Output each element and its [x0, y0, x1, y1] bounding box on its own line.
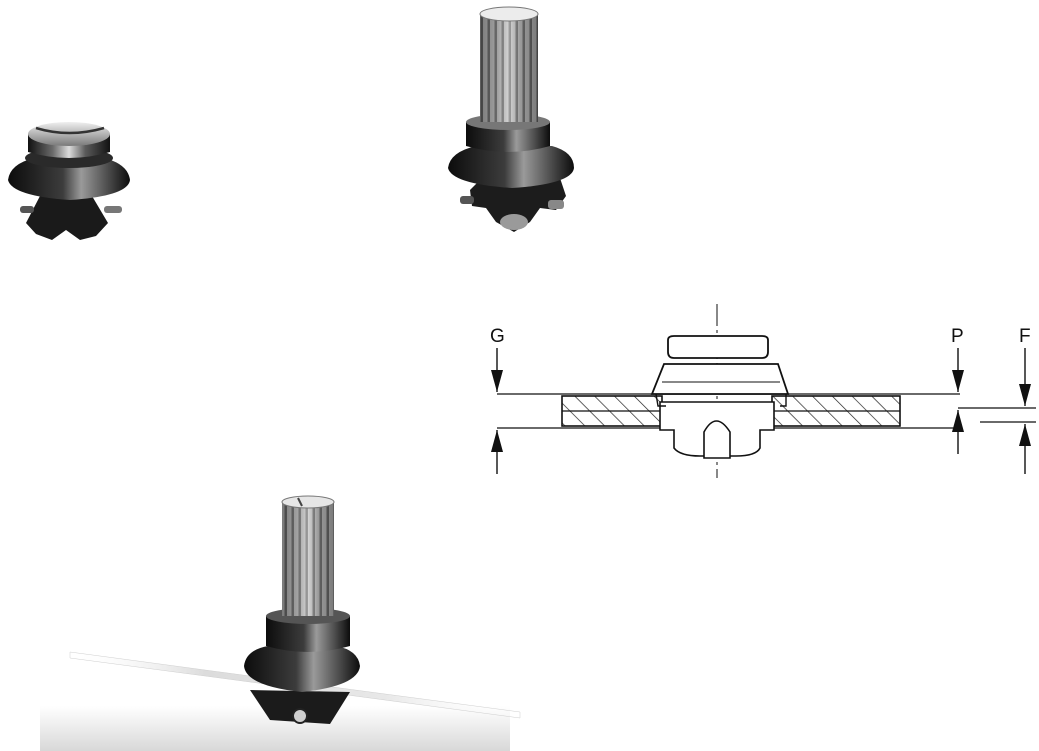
stud-fastener-pin-left — [460, 196, 474, 204]
stud-cap-section — [667, 335, 769, 359]
flange-lip — [655, 393, 787, 407]
p-arrow-top-head — [952, 370, 964, 392]
stud-fastener-legs — [470, 178, 566, 232]
installed-fastener-slot — [297, 497, 303, 507]
stud-fastener-flange — [448, 146, 574, 188]
label-f: F — [1019, 326, 1031, 347]
short-fastener-pin-left — [20, 206, 34, 213]
installed-fastener-shaft-shade — [282, 502, 334, 616]
dimension-arrows — [491, 348, 1031, 474]
short-fastener-pin-right — [104, 206, 122, 213]
p-arrow-bottom-head — [952, 410, 964, 432]
f-arrow-top-head — [1019, 384, 1031, 406]
photo-short-fastener — [8, 122, 130, 240]
installed-fastener-flange — [244, 646, 360, 692]
label-g: G — [490, 326, 505, 347]
g-arrow-top-head — [491, 370, 503, 392]
stud-flange-section — [650, 363, 790, 395]
stud-fastener-collar — [466, 122, 550, 152]
installed-fastener-pin — [292, 708, 308, 724]
label-p: P — [951, 326, 964, 347]
installed-fastener-body — [250, 690, 350, 724]
stud-fastener-tip — [500, 214, 528, 230]
receptacle-tip — [703, 420, 731, 459]
g-arrow-bottom-head — [491, 430, 503, 452]
short-fastener-legs — [26, 196, 108, 240]
installed-fastener-collar — [266, 616, 350, 652]
stud-fastener-shaft-shade — [480, 14, 538, 122]
cross-section-drawing — [497, 304, 1036, 478]
stud-fastener-pin-right — [548, 200, 564, 209]
photo-splined-stud-fastener — [448, 6, 574, 232]
short-fastener-slot — [35, 126, 105, 135]
stud-fastener-shaft-end — [479, 6, 539, 22]
photo-installed-fastener — [40, 495, 521, 751]
installed-fastener-shaft-end — [281, 495, 335, 509]
f-arrow-bottom-head — [1019, 424, 1031, 446]
short-fastener-flange — [8, 158, 130, 200]
